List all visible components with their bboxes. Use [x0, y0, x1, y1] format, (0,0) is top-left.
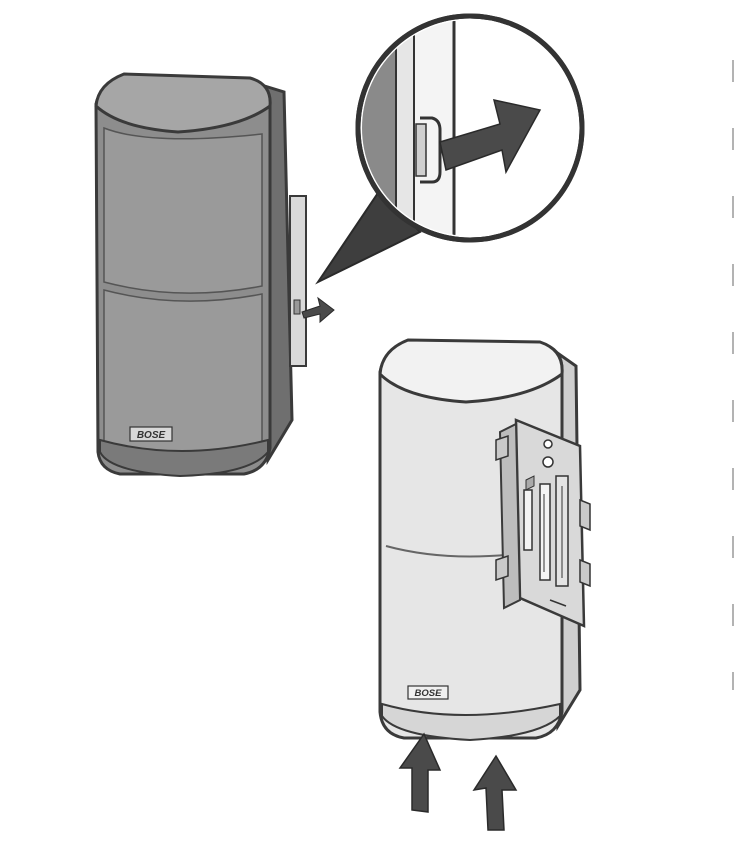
bracket-tab-bottom	[495, 554, 509, 582]
speaker-with-bracket: BOSE	[378, 338, 591, 742]
up-arrow-icon-2	[472, 754, 518, 831]
bracket-tab-top	[495, 434, 509, 462]
bracket-slot-left	[523, 489, 533, 551]
bracket-latch	[293, 299, 301, 315]
bose-logo-text-2: BOSE	[415, 688, 443, 699]
magnifier-callout	[315, 13, 585, 285]
lower-grille	[103, 289, 263, 453]
zoom-latch	[420, 116, 442, 184]
speaker-base-band	[99, 438, 269, 478]
bracket-hole-keyhole	[542, 456, 554, 468]
bose-logo-badge: BOSE	[129, 426, 173, 442]
speaker2-base-band	[381, 702, 561, 742]
upper-grille	[103, 126, 263, 294]
bose-logo-badge-2: BOSE	[407, 685, 449, 700]
mounting-bracket	[495, 418, 591, 628]
bracket-hole	[543, 439, 553, 449]
bose-logo-text: BOSE	[137, 430, 166, 441]
up-arrow-icon	[398, 732, 442, 813]
big-right-arrow-icon	[439, 99, 542, 175]
bracket-tab-right-top	[579, 498, 591, 532]
speaker-top-cap	[94, 72, 272, 134]
speaker2-top-cap	[378, 338, 564, 404]
mounted-speaker: BOSE	[94, 72, 335, 478]
right-arrow-icon	[301, 296, 335, 324]
bracket-tab-right-bottom	[579, 558, 591, 588]
bracket-slot-center	[539, 483, 551, 581]
wall-bracket	[289, 195, 307, 367]
